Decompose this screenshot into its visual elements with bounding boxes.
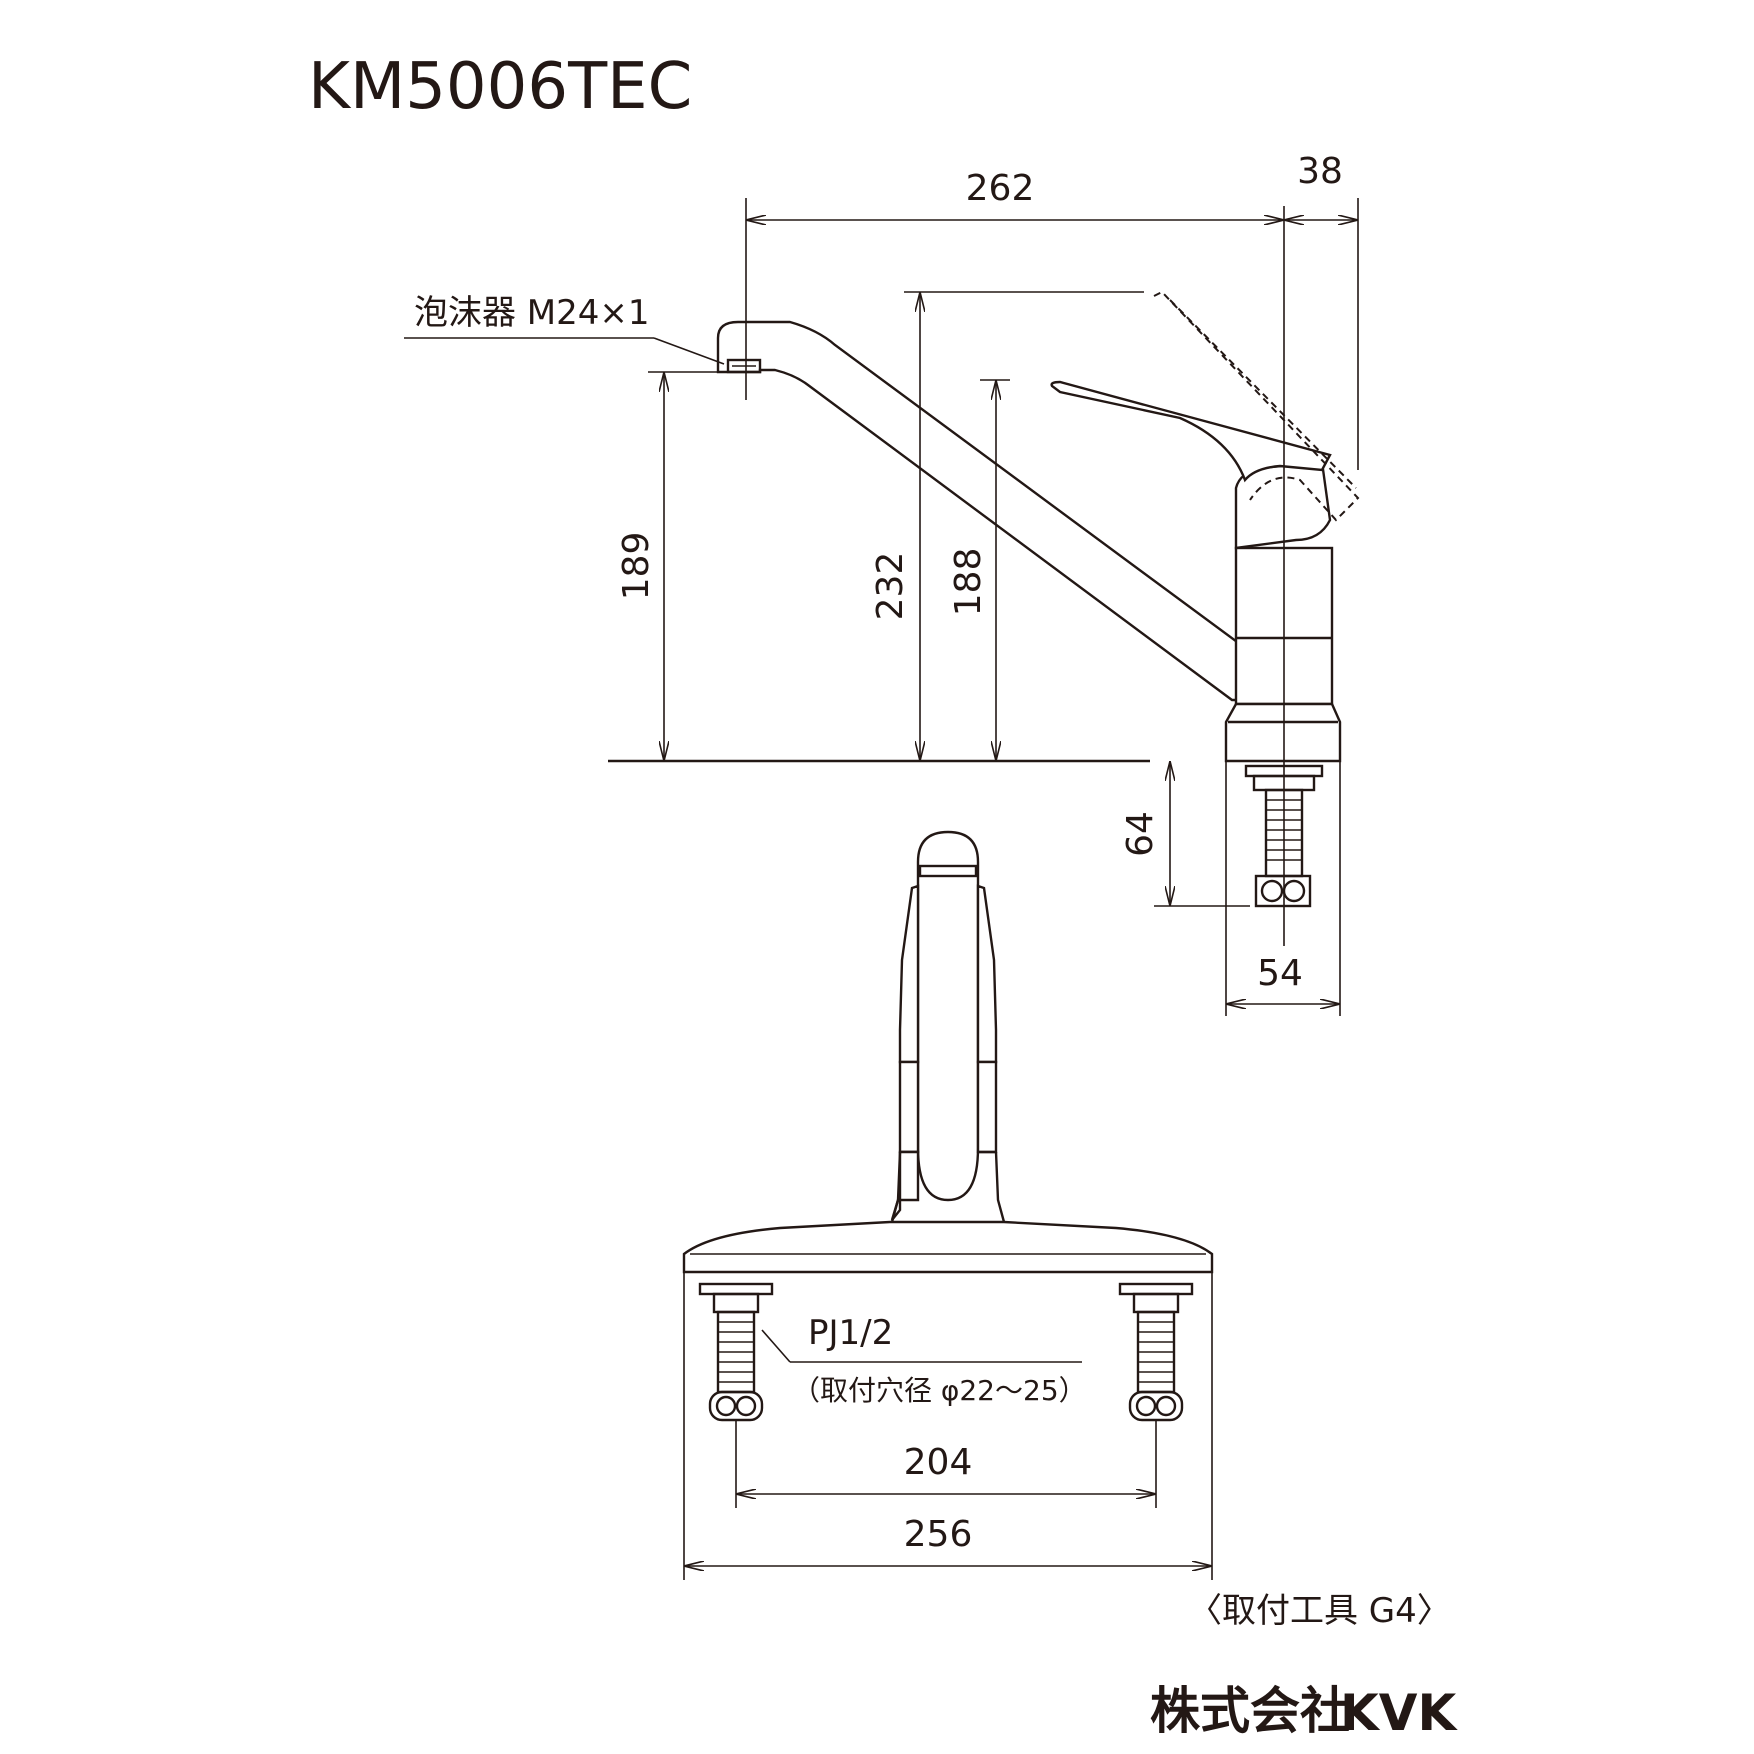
base-plate <box>682 1220 1214 1274</box>
aerator-tip <box>726 358 762 374</box>
side-view: 262 38 189 232 188 64 54 泡沫器 M24×1 <box>404 151 1360 1016</box>
dim-232: 232 <box>870 552 911 621</box>
right-shank <box>1118 1282 1194 1422</box>
dim-204: 204 <box>904 1442 973 1483</box>
spout-outline <box>716 320 1250 702</box>
model-title: KM5006TEC <box>308 50 692 124</box>
dim-256: 256 <box>904 1514 973 1555</box>
aerator-label: 泡沫器 M24×1 <box>414 293 650 333</box>
tool-label: 〈取付工具 G4〉 <box>1188 1591 1451 1631</box>
dim-262: 262 <box>966 168 1035 209</box>
mount-hole-label: （取付穴径 φ22～25） <box>792 1374 1087 1407</box>
lever-down <box>1050 380 1332 483</box>
dim-188: 188 <box>948 548 989 617</box>
left-shank <box>698 1282 774 1422</box>
maker-prefix: 株式会社 <box>1150 1682 1350 1740</box>
dim-64: 64 <box>1120 811 1161 857</box>
dim-189: 189 <box>616 532 657 601</box>
dim-38: 38 <box>1297 151 1343 192</box>
maker-brand-logo: KVK <box>1340 1684 1458 1742</box>
pipe-thread-label: PJ1/2 <box>808 1313 893 1353</box>
front-view: PJ1/2 （取付穴径 φ22～25） 204 256 <box>682 830 1214 1580</box>
base-ring <box>1224 702 1342 763</box>
lever-up <box>1153 290 1360 522</box>
dim-54: 54 <box>1257 953 1303 994</box>
front-spout <box>916 830 980 1202</box>
